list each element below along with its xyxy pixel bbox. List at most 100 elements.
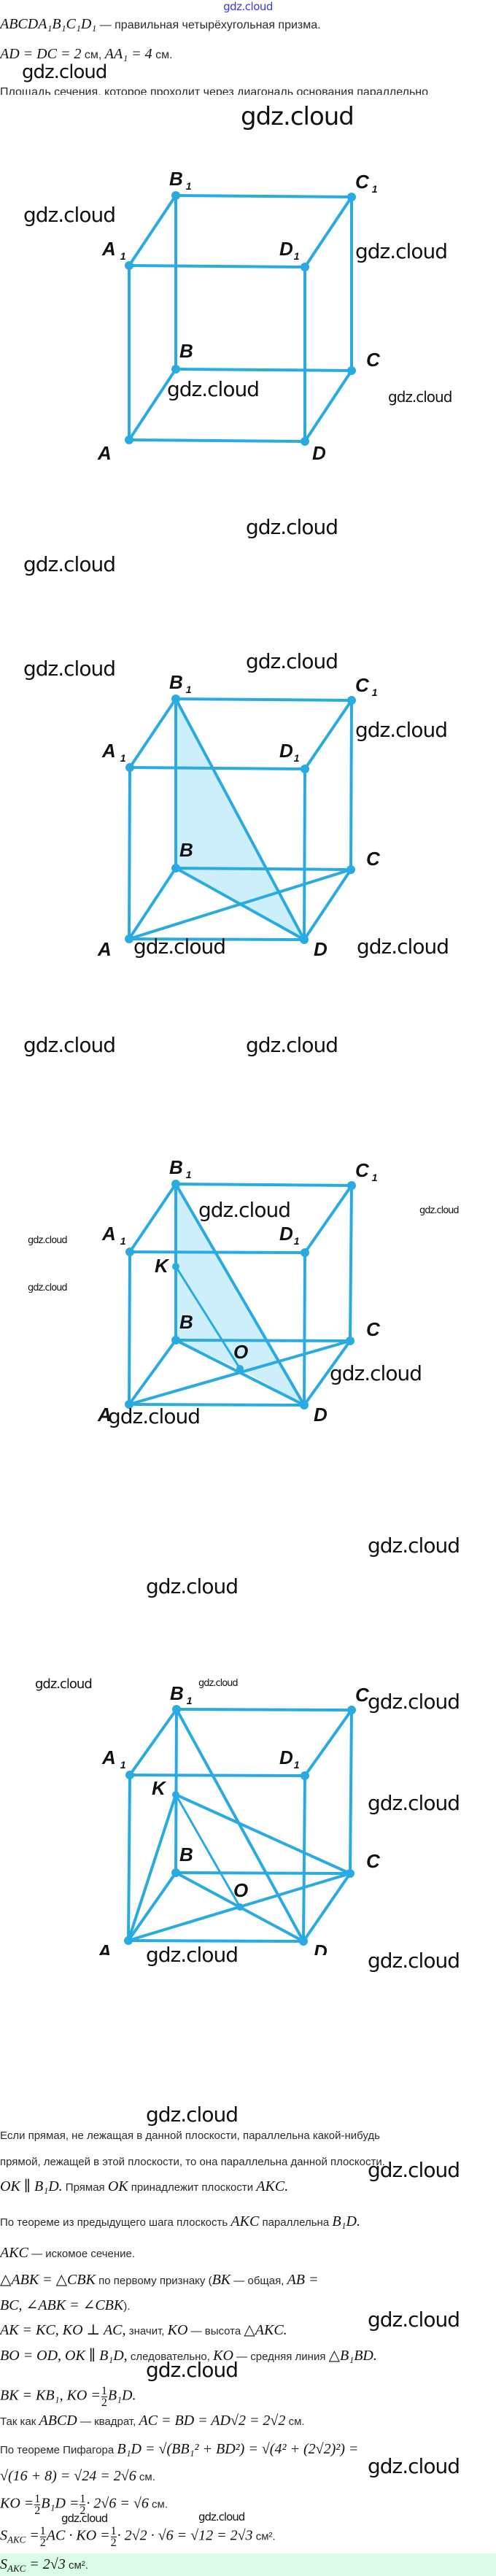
edge-cc1 [349,699,353,871]
watermark: gdz.cloud [368,1533,460,1558]
text: следовательно, [127,2351,214,2363]
watermark: gdz.cloud [198,2510,245,2523]
text: Прямая [62,2181,108,2194]
watermark: gdz.cloud [355,239,448,263]
label-b: B [179,1844,193,1865]
math: BK [212,2272,231,2288]
edge-a1d1 [128,766,306,770]
watermark: gdz.cloud [61,2512,108,2525]
math: AKC. [256,2178,289,2194]
math: BO = OD, OK ∥ B₁D, [0,2348,128,2364]
math: △AKC. [244,2322,287,2338]
vertex-b [171,1868,180,1877]
watermark: gdz.cloud [28,1283,68,1293]
solution-line-1: Если прямая, не лежащая в данной плоскос… [0,2130,381,2142]
math: √(16 + 8) = √24 = 2√6 [0,2468,136,2484]
vertex-c1 [347,696,356,705]
label-c: C [366,349,381,371]
text: см. [136,2471,155,2483]
solution-line-12: По теореме Пифагора B₁D = √(BB₁² + BD²) … [0,2441,358,2458]
watermark: gdz.cloud [388,388,452,406]
watermark: gdz.cloud [133,935,226,959]
vertex-b1 [172,1705,181,1714]
text: по первому признаку ( [95,2275,212,2287]
diagonal-bd [174,867,306,941]
math: B₁D = [41,2495,80,2512]
edge-d1c1 [303,196,353,268]
math: S [0,2527,7,2544]
watermark: gdz.cloud [146,2103,239,2127]
diagonal-b1d [175,1708,305,1943]
problem-line-2: AD = DC = 2 см, AA₁ = 4 см. [0,46,173,63]
edge-ad [128,438,306,443]
label-b: B [179,839,193,861]
solution-line-13: √(16 + 8) = √24 = 2√6 см. [0,2468,155,2485]
math: △ABK = △CBK [0,2272,96,2288]
watermark: gdz.cloud [368,2308,460,2332]
edge-d1c1 [303,699,353,770]
solution-line-7: BC, ∠ABK = ∠CBK). [0,2296,130,2314]
watermark: gdz.cloud [146,1574,239,1598]
unit-2: см. [152,49,173,61]
text: параллельна [259,2216,333,2229]
edge-aa1 [128,1250,131,1406]
math: = 2√3 [26,2556,66,2572]
label-a: A [97,1941,112,1955]
edge-dc [303,369,353,443]
math: KO [167,2322,188,2338]
edge-a1b1 [128,697,177,769]
vertex-c [346,865,355,874]
edge-a1d1 [128,1250,306,1254]
label-k: K [152,1777,167,1799]
watermark: gdz.cloud [419,1205,460,1216]
edge-ab [128,867,177,940]
label-d1: D1 [279,238,300,262]
text: принадлежит плоскости [128,2181,257,2194]
edge-dc [303,1339,352,1407]
vertex-d1 [301,765,309,773]
label-a: A [97,1404,112,1423]
solution-line-3: OK ∥ B₁D. Прямая OK принадлежит плоскост… [0,2177,288,2195]
vertex-a1 [125,1248,134,1256]
watermark: gdz.cloud [23,203,116,227]
label-d1: D1 [279,1223,300,1247]
vertex-a1 [125,763,134,772]
label-d: D [314,1404,328,1423]
label-a: A [97,442,112,464]
vertex-d [300,1401,309,1409]
vertex-c [347,366,356,375]
text: По теореме Пифагора [0,2444,117,2456]
math: BC, ∠ABK = ∠CBK [0,2297,124,2313]
edge-aa1 [127,1774,131,1942]
label-d: D [312,442,326,464]
vertex-b [171,1336,180,1345]
edge-bc [174,867,352,871]
site-link[interactable]: gdz.cloud [223,0,273,13]
math: KO = [0,2495,34,2512]
math: · 2√2 · √6 = √12 = 2√3 [117,2527,253,2544]
vertex-d [301,437,309,446]
text: По теореме из предыдущего шага плоскость [0,2216,231,2229]
text: — искомое сечение. [28,2248,136,2260]
text: — общая, [230,2275,287,2287]
edge-bc [174,368,353,372]
math: KO [213,2348,233,2364]
math: AB = [287,2272,319,2288]
vertex-b [171,864,180,873]
edge-dd1 [302,1774,306,1943]
edge-dd1 [303,767,306,941]
vertex-a1 [125,261,133,270]
edge-ad [128,1403,306,1407]
watermark: gdz.cloud [241,102,354,131]
